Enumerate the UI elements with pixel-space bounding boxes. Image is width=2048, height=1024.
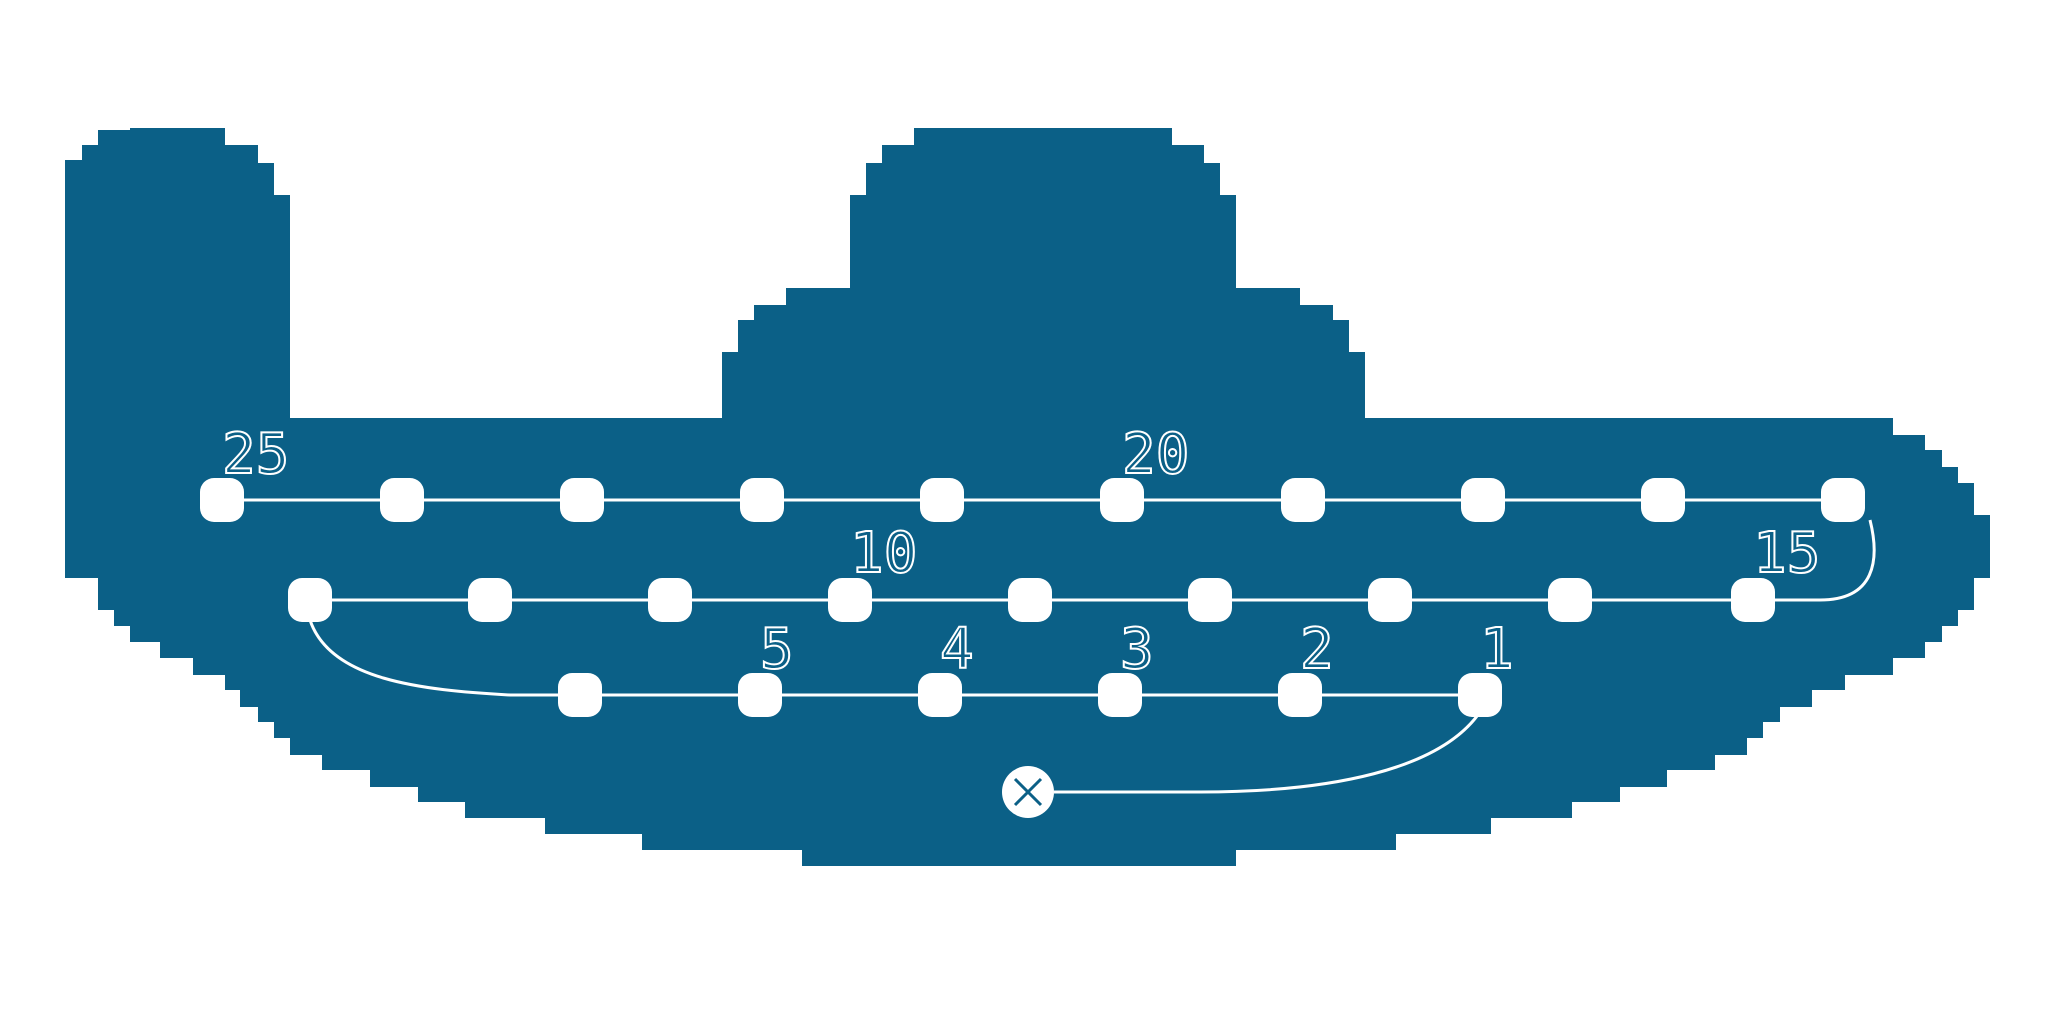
path-node-25[interactable] [200,478,244,522]
path-node-9[interactable] [648,578,692,622]
path-node-11[interactable] [1008,578,1052,622]
path-node-1[interactable] [1458,673,1502,717]
level-number-10: 10 [850,521,917,586]
path-node-22[interactable] [740,478,784,522]
path-node-15[interactable] [1731,578,1775,622]
path-node-13[interactable] [1368,578,1412,622]
path-node-7[interactable] [288,578,332,622]
path-node-5[interactable] [738,673,782,717]
path-node-6[interactable] [558,673,602,717]
path-segment [1054,711,1482,794]
level-number-2: 2 [1300,617,1334,682]
cross-icon [1013,777,1043,807]
path-nodes [200,478,1865,717]
path-node-10[interactable] [828,578,872,622]
level-number-25: 25 [222,422,289,487]
path-node-17[interactable] [1641,478,1685,522]
path-node-18[interactable] [1461,478,1505,522]
path-segment [308,619,580,697]
level-number-3: 3 [1120,617,1154,682]
path-node-2[interactable] [1278,673,1322,717]
level-number-1: 1 [1480,617,1514,682]
path-node-21[interactable] [920,478,964,522]
level-number-15: 15 [1753,521,1820,586]
path-node-24[interactable] [380,478,424,522]
path-node-8[interactable] [468,578,512,622]
path-segment [1753,519,1876,602]
path-node-4[interactable] [918,673,962,717]
path-node-23[interactable] [560,478,604,522]
path-node-19[interactable] [1281,478,1325,522]
level-number-4: 4 [940,617,974,682]
path-node-3[interactable] [1098,673,1142,717]
path-node-12[interactable] [1188,578,1232,622]
level-number-5: 5 [760,617,794,682]
path-node-20[interactable] [1100,478,1144,522]
level-number-20: 20 [1122,422,1189,487]
path-node-16[interactable] [1821,478,1865,522]
path-node-14[interactable] [1548,578,1592,622]
start-node[interactable] [1002,766,1054,818]
map-field [65,128,1990,866]
